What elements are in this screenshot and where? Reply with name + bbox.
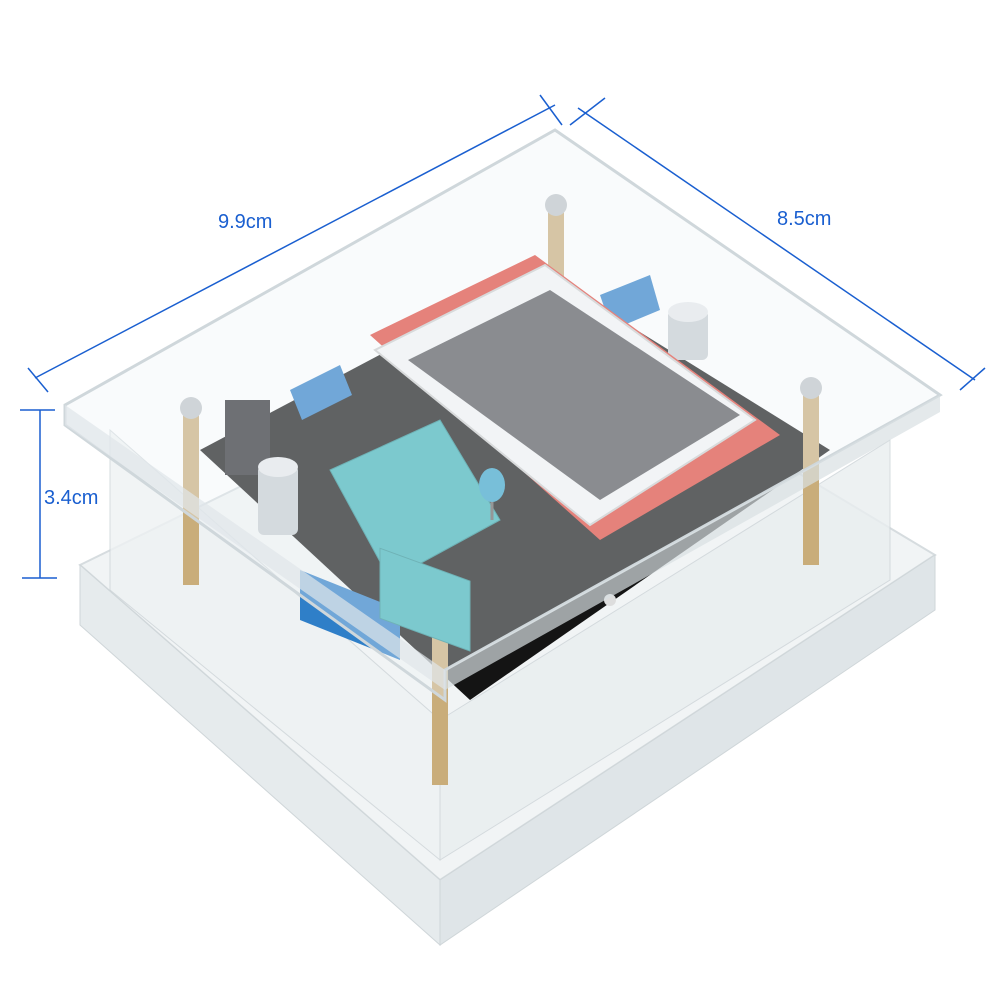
length-label: 9.9cm [218,211,273,233]
dimension-lines [20,94,986,579]
width-label: 8.5cm [777,208,832,230]
capacitor-2 [668,302,708,360]
top-lid [63,128,943,703]
width-dimension-line [577,107,976,381]
length-dimension-line [34,104,556,379]
capacitor [258,457,298,535]
height-label: 3.4cm [44,487,99,509]
zif-socket [329,419,505,652]
lcd-module [370,255,780,540]
